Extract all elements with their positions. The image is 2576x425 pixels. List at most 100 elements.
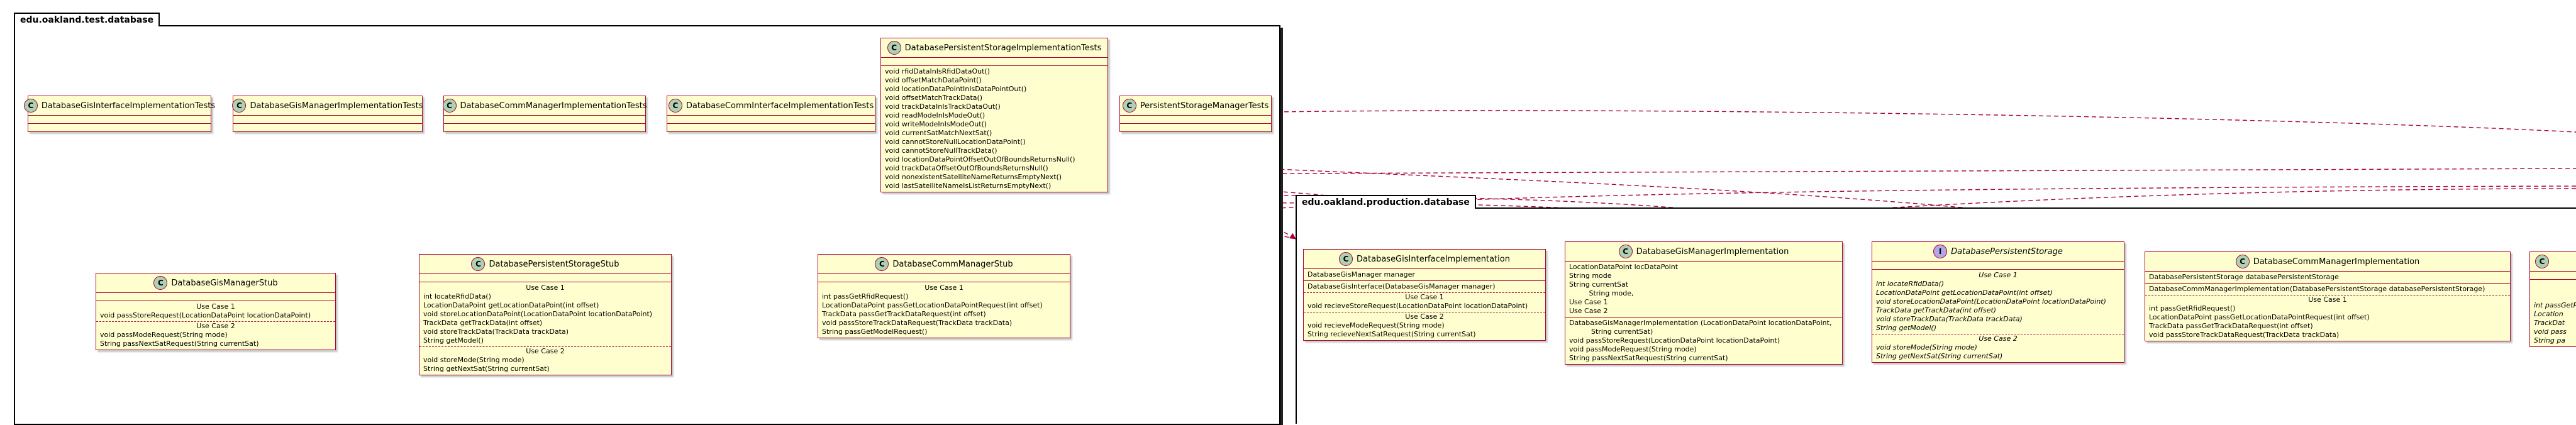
method: Location: [2534, 310, 2563, 318]
method: void readModeInIsModeOut(): [885, 111, 985, 119]
method: void storeLocationDataPoint(LocationData…: [1876, 297, 2106, 306]
method: LocationDataPoint getLocationDataPoint(i…: [1876, 289, 2053, 297]
method: void cannotStoreNullLocationDataPoint(): [885, 138, 1026, 146]
class-name: PersistentStorageManagerTests: [1140, 101, 1269, 111]
method: DatabaseGisManagerImplementation (Locati…: [1569, 319, 1832, 327]
method: String passGetModelRequest(): [822, 328, 928, 336]
class-name: DatabasePersistentStorageImplementationT…: [904, 43, 1102, 53]
method: TrackData passGetTrackDataRequest(int of…: [822, 310, 986, 318]
method: int passGetRfidRequest(): [2149, 304, 2236, 312]
method: void pass: [2534, 328, 2567, 336]
method: void storeLocationDataPoint(LocationData…: [423, 310, 653, 318]
section-label: Use Case 1: [924, 284, 963, 292]
method: LocationDataPoint passGetLocationDataPoi…: [2149, 313, 2370, 321]
method: void lastSatelliteNameIsListReturnsEmpty…: [885, 182, 1052, 190]
section-label: Use Case 1: [1979, 271, 2018, 279]
class-icon: C: [2535, 255, 2549, 268]
method: TrackDat: [2534, 319, 2565, 327]
method: void passModeRequest(String mode): [100, 331, 228, 339]
method: String currentSat): [1569, 328, 1653, 336]
method: void locationDataPointInIsDataPointOut(): [885, 85, 1027, 93]
method: void passStoreRequest(LocationDataPoint …: [100, 311, 311, 319]
interface-name: DatabasePersistentStorage: [1951, 246, 2063, 257]
method: void passModeRequest(String mode): [1569, 345, 1697, 353]
field: DatabasePersistentStorage databasePersis…: [2149, 273, 2339, 281]
class-icon: C: [668, 99, 682, 113]
method: TrackData getTrackData(int offset): [423, 319, 543, 327]
class-name: DatabaseGisManagerImplementation: [1636, 246, 1789, 257]
method: TrackData getTrackData(int offset): [1876, 306, 1997, 314]
class-icon: C: [1618, 245, 1633, 258]
package-name: edu.oakland.production.database: [1296, 195, 1476, 209]
method: void trackDataInIsTrackDataOut(): [885, 102, 1001, 111]
class-name: DatabaseCommManagerImplementation: [2253, 257, 2420, 267]
class-icon: C: [23, 99, 38, 113]
method: void locationDataPointOffsetOutOfBoundsR…: [885, 155, 1075, 163]
class-name: DatabaseGisManagerStub: [171, 278, 278, 288]
field: DatabaseGisManager manager: [1307, 270, 1415, 279]
class-name: DatabaseGisInterfaceImplementation: [1357, 254, 1510, 264]
method: void writeModeInIsModeOut(): [885, 120, 987, 128]
method: TrackData passGetTrackDataRequest(int of…: [2149, 322, 2313, 330]
method: void trackDataOffsetOutOfBoundsReturnsNu…: [885, 164, 1048, 172]
method: String pa: [2534, 336, 2566, 345]
method: String getModel(): [423, 336, 484, 345]
method: int passGetRfidRequest(): [822, 292, 909, 301]
method: void storeTrackData(TrackData trackData): [423, 328, 569, 336]
method: void storeTrackData(TrackData trackData): [1876, 315, 2023, 323]
method: void cannotStoreNullTrackData(): [885, 146, 997, 155]
class-name: DatabaseCommManagerStub: [892, 259, 1013, 269]
class-name: DatabaseCommInterfaceImplementationTests: [686, 101, 874, 111]
method: String getModel(): [1876, 324, 1936, 332]
field: String currentSat: [1569, 280, 1629, 289]
class-comm-interface-tests[interactable]: C DatabaseCommInterfaceImplementationTest…: [667, 96, 875, 132]
field: String mode,: [1569, 289, 1634, 297]
method: String getNextSat(String currentSat): [1876, 352, 2003, 360]
method: int passGetRf: [2534, 301, 2576, 309]
class-name: DatabaseGisInterfaceImplementationTests: [41, 101, 216, 111]
method: void passStoreRequest(LocationDataPoint …: [1569, 336, 1780, 345]
class-icon: C: [1339, 252, 1353, 266]
method: int locateRfidData(): [1876, 280, 1945, 288]
field: Use Case 2: [1569, 307, 1608, 315]
method: void rfidDataInIsRfidDataOut(): [885, 67, 991, 75]
class-name: DatabaseCommManagerImplementationTests: [460, 101, 647, 111]
package-name: edu.oakland.test.database: [14, 13, 160, 26]
method: LocationDataPoint getLocationDataPoint(i…: [423, 301, 599, 309]
field: LocationDataPoint locDataPoint: [1569, 263, 1679, 271]
method: void passStoreTrackDataRequest(TrackData…: [822, 319, 1013, 327]
section-label: Use Case 1: [2145, 295, 2510, 304]
section-label: Use Case 1: [1304, 292, 1545, 302]
interface-icon: I: [1933, 245, 1948, 258]
section-label: Use Case 2: [1304, 312, 1545, 321]
class-icon: C: [442, 99, 457, 113]
method: void storeMode(String mode): [1876, 343, 1977, 351]
section-label: Use Case 2: [419, 346, 671, 356]
method: String passNextSatRequest(String current…: [1569, 354, 1728, 362]
class-gis-interface-impl[interactable]: C DatabaseGisInterfaceImplementation Data…: [1303, 249, 1546, 341]
method: void offsetMatchTrackData(): [885, 94, 983, 102]
class-icon: C: [875, 257, 889, 271]
section-label: Use Case 2: [1872, 334, 2124, 343]
class-icon: C: [232, 99, 247, 113]
section-label: Use Case 1: [196, 302, 235, 311]
class-icon: C: [471, 257, 486, 271]
link-storagemanagertests-offscreen: [1276, 110, 2576, 133]
method: void offsetMatchDataPoint(): [885, 76, 982, 84]
method: void currentSatMatchNextSat(): [885, 129, 992, 137]
class-partial-offscreen[interactable]: C int passGetRf Location TrackDat void p…: [2529, 251, 2576, 347]
section-label: Use Case 2: [96, 321, 335, 331]
method: void storeMode(String mode): [423, 356, 525, 364]
class-name: DatabasePersistentStorageStub: [489, 259, 619, 269]
